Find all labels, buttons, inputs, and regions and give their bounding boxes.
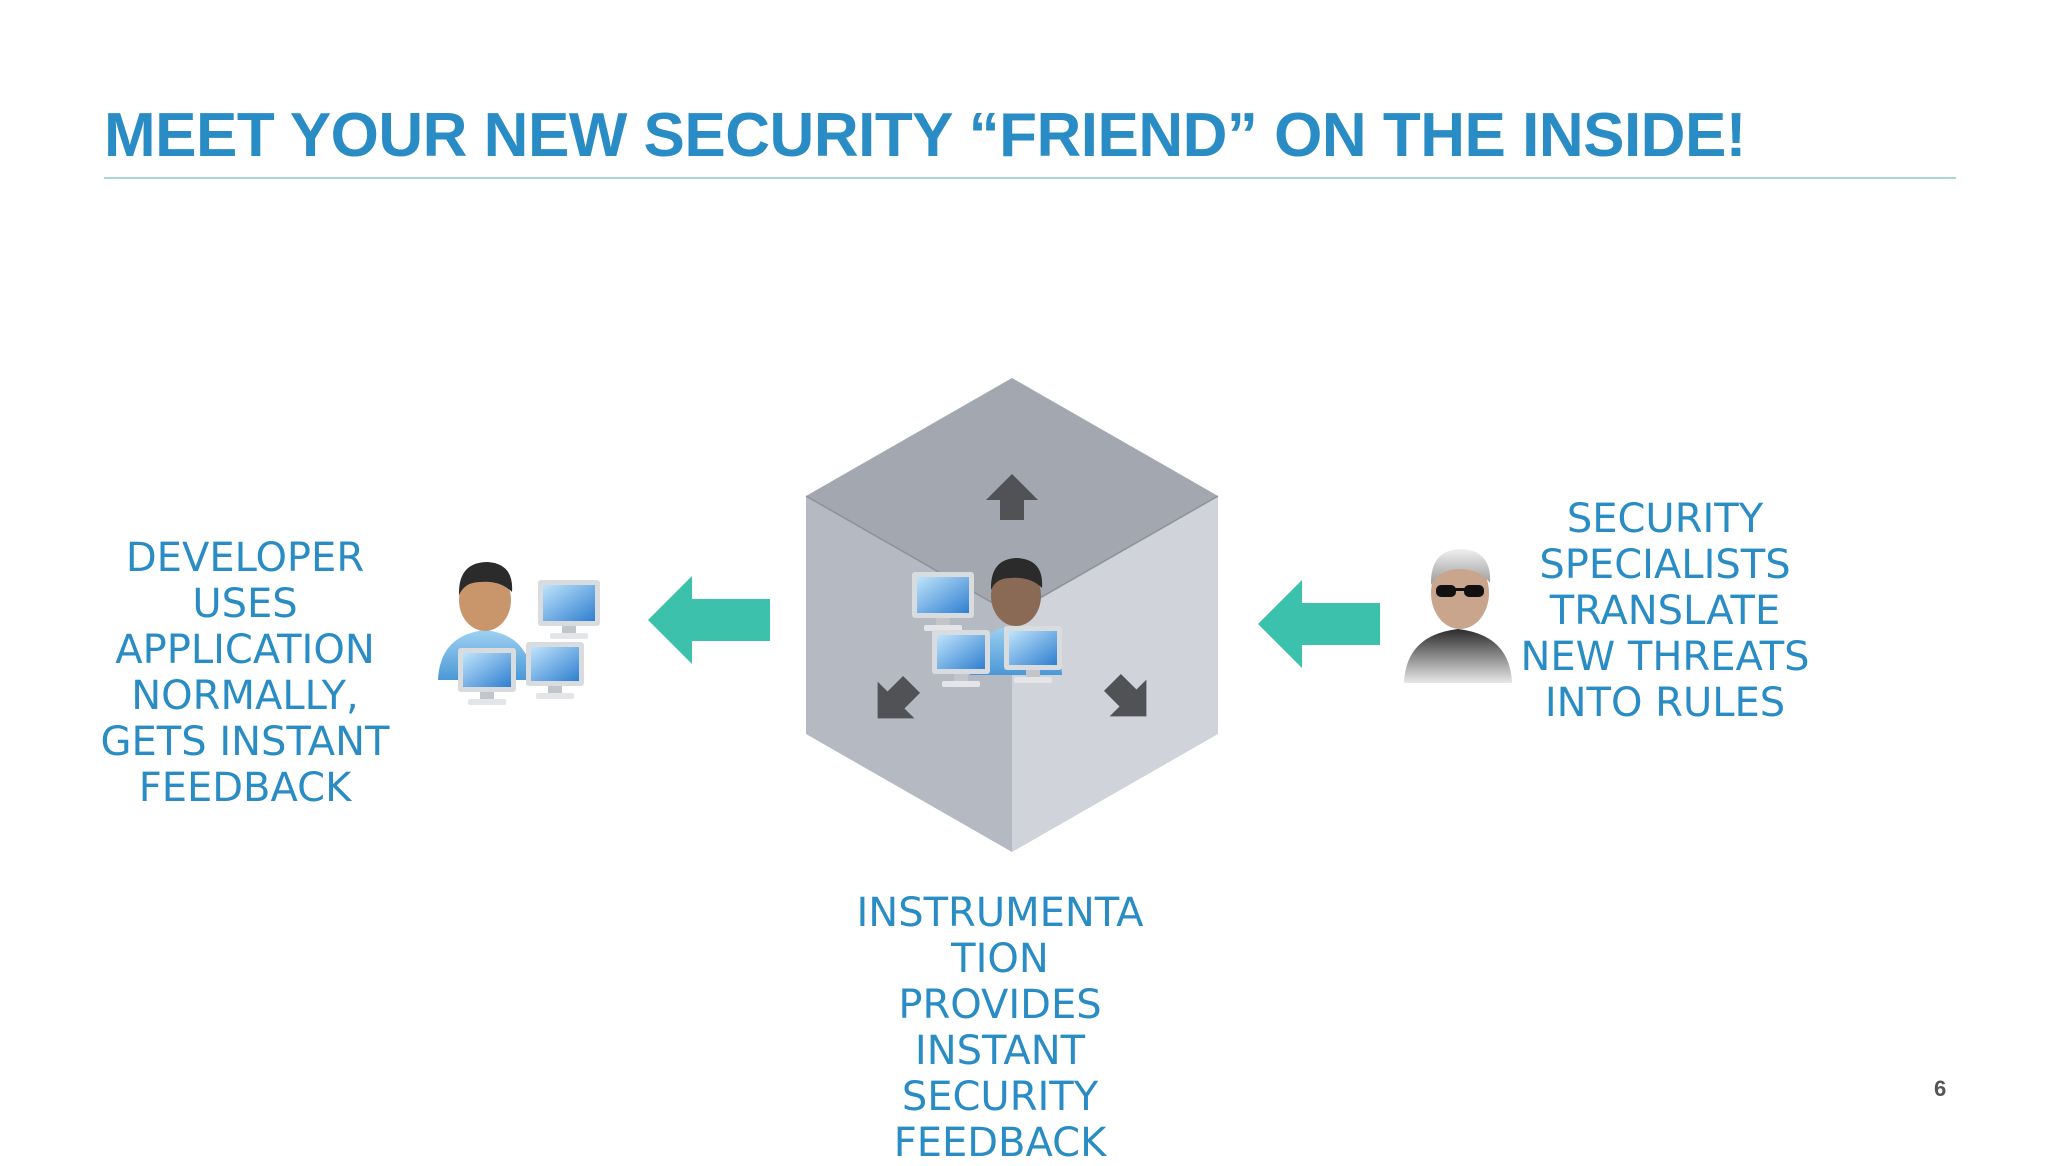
caption-line: GETS INSTANT	[100, 719, 390, 765]
caption-line: NEW THREATS	[1520, 634, 1810, 680]
caption-line: FEEDBACK	[138, 765, 352, 811]
developer-with-computers-icon	[438, 562, 600, 705]
caption-line: TION	[951, 936, 1049, 982]
specialist-with-sunglasses-icon	[1404, 549, 1512, 683]
title-divider	[104, 177, 1956, 179]
arrow-left-icon	[648, 576, 770, 664]
slide-title: MEET YOUR NEW SECURITY “FRIEND” ON THE I…	[104, 101, 1746, 170]
caption-line: INTO RULES	[1544, 680, 1786, 726]
page-number: 6	[1934, 1076, 1947, 1101]
arrow-left-icon	[1258, 580, 1380, 668]
caption-line: INSTRUMENTA	[856, 890, 1144, 936]
caption-line: DEVELOPER	[125, 535, 365, 581]
caption-line: FEEDBACK	[893, 1120, 1107, 1166]
caption-line: USES	[192, 581, 298, 627]
caption-line: SECURITY	[901, 1074, 1099, 1120]
arrow-down-right-icon	[1103, 673, 1147, 717]
security-caption: SECURITY SPECIALISTS TRANSLATE NEW THREA…	[1500, 496, 1830, 726]
developer-caption: DEVELOPER USES APPLICATION NORMALLY, GET…	[60, 535, 430, 811]
caption-line: SPECIALISTS	[1539, 542, 1791, 588]
caption-line: INSTANT	[914, 1028, 1086, 1074]
caption-line: PROVIDES	[898, 982, 1102, 1028]
caption-line: TRANSLATE	[1549, 588, 1781, 634]
agent-with-computers-icon	[912, 558, 1062, 687]
arrow-down-left-icon	[877, 675, 921, 719]
arrow-up-icon	[986, 474, 1038, 520]
instrumentation-caption: INSTRUMENTA TION PROVIDES INSTANT SECURI…	[835, 890, 1165, 1166]
caption-line: APPLICATION	[115, 627, 375, 673]
caption-line: SECURITY	[1566, 496, 1764, 542]
caption-line: NORMALLY,	[131, 673, 359, 719]
